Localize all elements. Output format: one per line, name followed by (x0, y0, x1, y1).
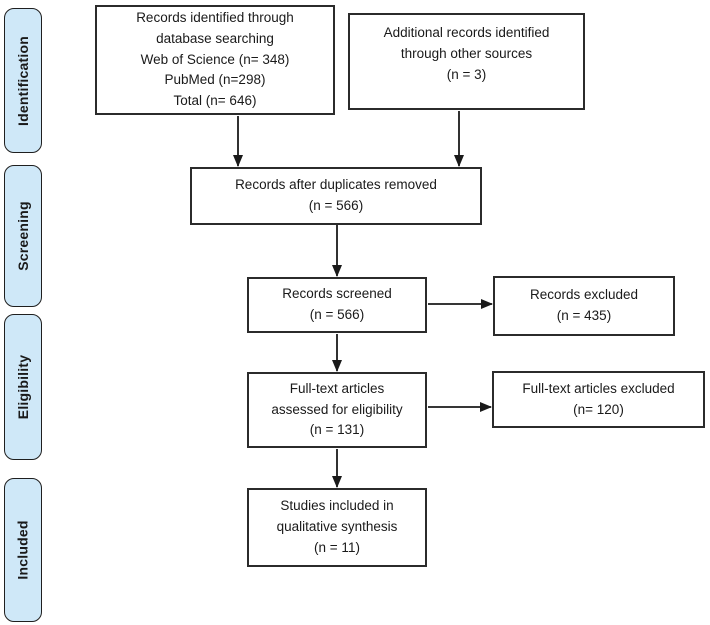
box-other-sources: Additional records identified through ot… (348, 13, 585, 110)
stage-screening-label: Screening (15, 201, 31, 271)
box-fulltext-assessed-line: Full-text articles (289, 380, 385, 396)
box-studies-included: Studies included in qualitative synthesi… (247, 488, 427, 567)
box-database-search-line: Total (n= 646) (173, 93, 257, 109)
box-database-search: Records identified through database sear… (95, 5, 335, 115)
box-duplicates-removed-line: Records after duplicates removed (235, 177, 437, 193)
box-records-screened: Records screened (n = 566) (247, 277, 427, 333)
box-other-sources-line: through other sources (400, 46, 533, 62)
box-records-excluded-line: (n = 435) (556, 308, 612, 323)
stage-included-label: Included (15, 520, 32, 580)
stage-eligibility: Eligibility (4, 314, 42, 460)
box-fulltext-assessed: Full-text articles assessed for eligibil… (247, 372, 427, 448)
box-studies-included-line: Studies included in (280, 498, 394, 514)
box-fulltext-excluded: Full-text articles excluded (n= 120) (492, 371, 705, 428)
stage-screening: Screening (4, 165, 42, 307)
box-fulltext-excluded-line: (n= 120) (573, 401, 624, 417)
stage-identification: Identification (4, 8, 42, 153)
box-records-excluded: Records excluded (n = 435) (493, 276, 675, 336)
box-fulltext-excluded-line: Full-text articles excluded (522, 380, 675, 396)
box-duplicates-removed-line: (n = 566) (308, 198, 364, 213)
box-studies-included-line: (n = 11) (314, 539, 360, 555)
stage-identification-label: Identification (15, 35, 32, 126)
box-records-screened-line: Records screened (282, 286, 392, 302)
box-database-search-line: PubMed (n=298) (164, 72, 266, 88)
box-studies-included-line: qualitative synthesis (276, 519, 398, 535)
stage-included: Included (4, 478, 42, 622)
box-records-excluded-line: Records excluded (529, 287, 639, 303)
box-database-search-line: Records identified through (136, 9, 294, 25)
box-other-sources-line: (n = 3) (446, 66, 487, 82)
box-database-search-line: database searching (156, 30, 274, 46)
stage-eligibility-label: Eligibility (15, 354, 31, 420)
box-other-sources-line: Additional records identified (383, 25, 550, 41)
box-records-screened-line: (n = 566) (309, 307, 365, 322)
box-database-search-line: Web of Science (n= 348) (140, 51, 290, 67)
box-duplicates-removed: Records after duplicates removed (n = 56… (190, 167, 482, 225)
box-fulltext-assessed-line: (n = 131) (309, 422, 365, 438)
box-fulltext-assessed-line: assessed for eligibility (271, 401, 403, 417)
